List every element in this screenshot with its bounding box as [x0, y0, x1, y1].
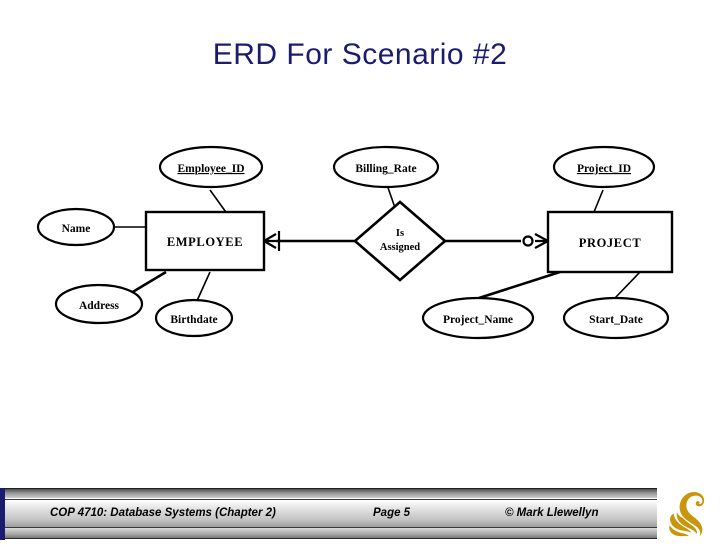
crowsfoot-employee: [263, 231, 281, 251]
attribute-address[interactable]: Address: [54, 283, 144, 325]
attribute-billing-rate-label: Billing_Rate: [355, 163, 416, 175]
attribute-billing-rate[interactable]: Billing_Rate: [332, 145, 440, 189]
relationship-is-assigned[interactable]: Is Assigned: [353, 200, 447, 282]
attribute-start-date[interactable]: Start_Date: [562, 296, 670, 340]
attribute-project-id[interactable]: Project_ID: [552, 145, 656, 189]
link-birthdate: [195, 271, 211, 304]
attribute-project-name[interactable]: Project_Name: [421, 296, 535, 340]
attribute-birthdate[interactable]: Birthdate: [154, 298, 234, 338]
relationship-label-line1: Is: [396, 228, 404, 239]
attribute-employee-id[interactable]: Employee_ID: [158, 145, 264, 189]
ucf-pegasus-logo: [660, 488, 720, 540]
attribute-employee-id-label: Employee_ID: [177, 163, 244, 175]
entity-project[interactable]: PROJECT: [546, 210, 674, 274]
link-project-id: [593, 189, 604, 213]
footer-left-accent: [0, 488, 5, 540]
link-start-date: [614, 271, 641, 299]
attribute-start-date-label: Start_Date: [589, 314, 643, 326]
attribute-project-name-label: Project_Name: [443, 314, 513, 326]
footer-bar-main: COP 4710: Database Systems (Chapter 2) P…: [5, 499, 657, 528]
entity-project-label: PROJECT: [579, 236, 642, 250]
entity-employee[interactable]: EMPLOYEE: [144, 210, 266, 272]
attribute-project-id-label: Project_ID: [577, 163, 631, 175]
crowsfoot-project: [522, 233, 549, 249]
footer-bar-bottom: [5, 528, 657, 539]
footer-copyright: © Mark Llewellyn: [505, 507, 599, 519]
attribute-name-label: Name: [62, 223, 91, 235]
attribute-name[interactable]: Name: [36, 207, 116, 247]
attribute-address-label: Address: [79, 300, 120, 312]
footer-page-number: Page 5: [373, 507, 411, 519]
footer-bar-top: [5, 488, 657, 498]
er-diagram: EMPLOYEE PROJECT Is Assigned Employee_ID…: [0, 120, 720, 370]
link-project-name: [478, 270, 561, 300]
entity-employee-label: EMPLOYEE: [167, 235, 243, 249]
footer-course-text: COP 4710: Database Systems (Chapter 2): [50, 507, 276, 519]
relationship-label-line2: Assigned: [380, 242, 420, 253]
attribute-birthdate-label: Birthdate: [170, 314, 217, 326]
slide-footer: COP 4710: Database Systems (Chapter 2) P…: [0, 488, 720, 540]
page-title: ERD For Scenario #2: [212, 38, 508, 71]
